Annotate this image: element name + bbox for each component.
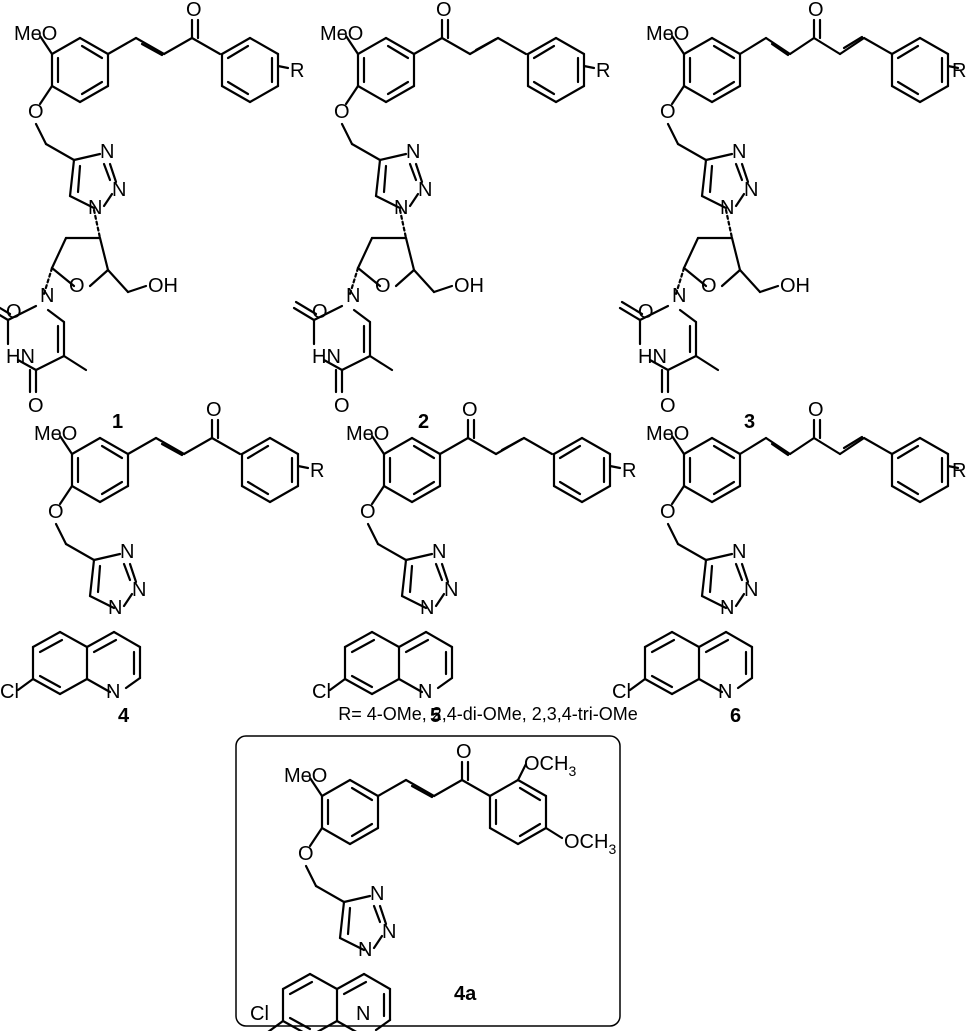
c2-oxygen: O bbox=[638, 301, 654, 323]
triazole-n3: N bbox=[120, 541, 134, 563]
och3-subscript: 3 bbox=[568, 763, 576, 779]
meo-label: MeO bbox=[320, 23, 363, 45]
hydroxyl: OH bbox=[454, 275, 484, 297]
chloro: Cl bbox=[0, 681, 19, 703]
ether-oxygen: O bbox=[28, 101, 44, 123]
carbonyl-oxygen: O bbox=[456, 741, 472, 763]
triazole-n2: N bbox=[444, 579, 458, 601]
triazole-n1: N bbox=[108, 597, 122, 619]
carbonyl-oxygen: O bbox=[186, 0, 202, 21]
carbonyl-oxygen: O bbox=[206, 399, 222, 421]
och3-main: OCH bbox=[564, 831, 608, 853]
meo-label: MeO bbox=[346, 423, 389, 445]
triazole-n2: N bbox=[132, 579, 146, 601]
sugar-oxygen: O bbox=[69, 275, 85, 297]
carbonyl-oxygen: O bbox=[436, 0, 452, 21]
triazole-n3: N bbox=[370, 883, 384, 905]
triazole-n2: N bbox=[744, 579, 758, 601]
r-substituent: R bbox=[622, 460, 636, 482]
compound-4 bbox=[16, 418, 310, 696]
r-substituent: R bbox=[596, 60, 610, 82]
base-nh: HN bbox=[6, 346, 35, 368]
chloro: Cl bbox=[312, 681, 331, 703]
triazole-n2: N bbox=[382, 921, 396, 943]
ether-oxygen: O bbox=[660, 101, 676, 123]
compound-label-5: 5 bbox=[430, 705, 441, 727]
compound-1 bbox=[0, 18, 290, 394]
hydroxyl: OH bbox=[780, 275, 810, 297]
compound-label-1: 1 bbox=[112, 411, 123, 433]
base-nh: HN bbox=[638, 346, 667, 368]
compound-label-2: 2 bbox=[418, 411, 429, 433]
hydroxyl: OH bbox=[148, 275, 178, 297]
meo-label: MeO bbox=[284, 765, 327, 787]
carbonyl-oxygen: O bbox=[808, 399, 824, 421]
triazole-n1: N bbox=[88, 197, 102, 219]
quinoline-n: N bbox=[106, 681, 120, 703]
chloro: Cl bbox=[612, 681, 631, 703]
base-nh: HN bbox=[312, 346, 341, 368]
och3-subscript: 3 bbox=[608, 841, 616, 857]
compound-6 bbox=[628, 418, 960, 696]
c2-oxygen: O bbox=[312, 301, 328, 323]
triazole-n2: N bbox=[112, 179, 126, 201]
ether-oxygen: O bbox=[660, 501, 676, 523]
compound-label-6: 6 bbox=[730, 705, 741, 727]
compound-3 bbox=[618, 18, 960, 394]
r-substituent: R bbox=[952, 60, 966, 82]
c2-oxygen: O bbox=[6, 301, 22, 323]
quinoline-n: N bbox=[356, 1003, 370, 1025]
carbonyl-oxygen: O bbox=[808, 0, 824, 21]
och3-main: OCH bbox=[524, 753, 568, 775]
compound-label-3: 3 bbox=[744, 411, 755, 433]
meo-label: MeO bbox=[646, 23, 689, 45]
triazole-n3: N bbox=[732, 141, 746, 163]
c4-oxygen: O bbox=[28, 395, 44, 417]
triazole-n3: N bbox=[732, 541, 746, 563]
och3-2-position: OCH3 bbox=[524, 753, 576, 779]
triazole-n2: N bbox=[744, 179, 758, 201]
triazole-n2: N bbox=[418, 179, 432, 201]
r-substituent: R bbox=[290, 60, 304, 82]
base-n1: N bbox=[672, 285, 686, 307]
compound-4a bbox=[266, 760, 564, 1031]
base-n1: N bbox=[40, 285, 54, 307]
carbonyl-oxygen: O bbox=[462, 399, 478, 421]
highlight-box-4a bbox=[235, 735, 621, 1027]
compound-label-4: 4 bbox=[118, 705, 130, 727]
triazole-n1: N bbox=[420, 597, 434, 619]
c4-oxygen: O bbox=[334, 395, 350, 417]
och3-4-position: OCH3 bbox=[564, 831, 616, 857]
sugar-oxygen: O bbox=[375, 275, 391, 297]
chloro: Cl bbox=[250, 1003, 269, 1025]
sugar-oxygen: O bbox=[701, 275, 717, 297]
triazole-n1: N bbox=[358, 939, 372, 961]
triazole-n3: N bbox=[432, 541, 446, 563]
triazole-n3: N bbox=[406, 141, 420, 163]
ether-oxygen: O bbox=[298, 843, 314, 865]
c4-oxygen: O bbox=[660, 395, 676, 417]
compound-label-4a: 4a bbox=[454, 983, 477, 1005]
ether-oxygen: O bbox=[48, 501, 64, 523]
quinoline-n: N bbox=[718, 681, 732, 703]
meo-label: MeO bbox=[646, 423, 689, 445]
base-n1: N bbox=[346, 285, 360, 307]
meo-label: MeO bbox=[14, 23, 57, 45]
quinoline-n: N bbox=[418, 681, 432, 703]
r-group-definition: R= 4-OMe, 2,4-di-OMe, 2,3,4-tri-OMe bbox=[338, 704, 638, 724]
ether-oxygen: O bbox=[334, 101, 350, 123]
triazole-n1: N bbox=[720, 197, 734, 219]
r-substituent: R bbox=[310, 460, 324, 482]
triazole-n1: N bbox=[720, 597, 734, 619]
triazole-n3: N bbox=[100, 141, 114, 163]
compound-5 bbox=[328, 418, 622, 696]
compound-2 bbox=[292, 18, 596, 394]
ether-oxygen: O bbox=[360, 501, 376, 523]
meo-label: MeO bbox=[34, 423, 77, 445]
triazole-n1: N bbox=[394, 197, 408, 219]
r-substituent: R bbox=[952, 460, 966, 482]
